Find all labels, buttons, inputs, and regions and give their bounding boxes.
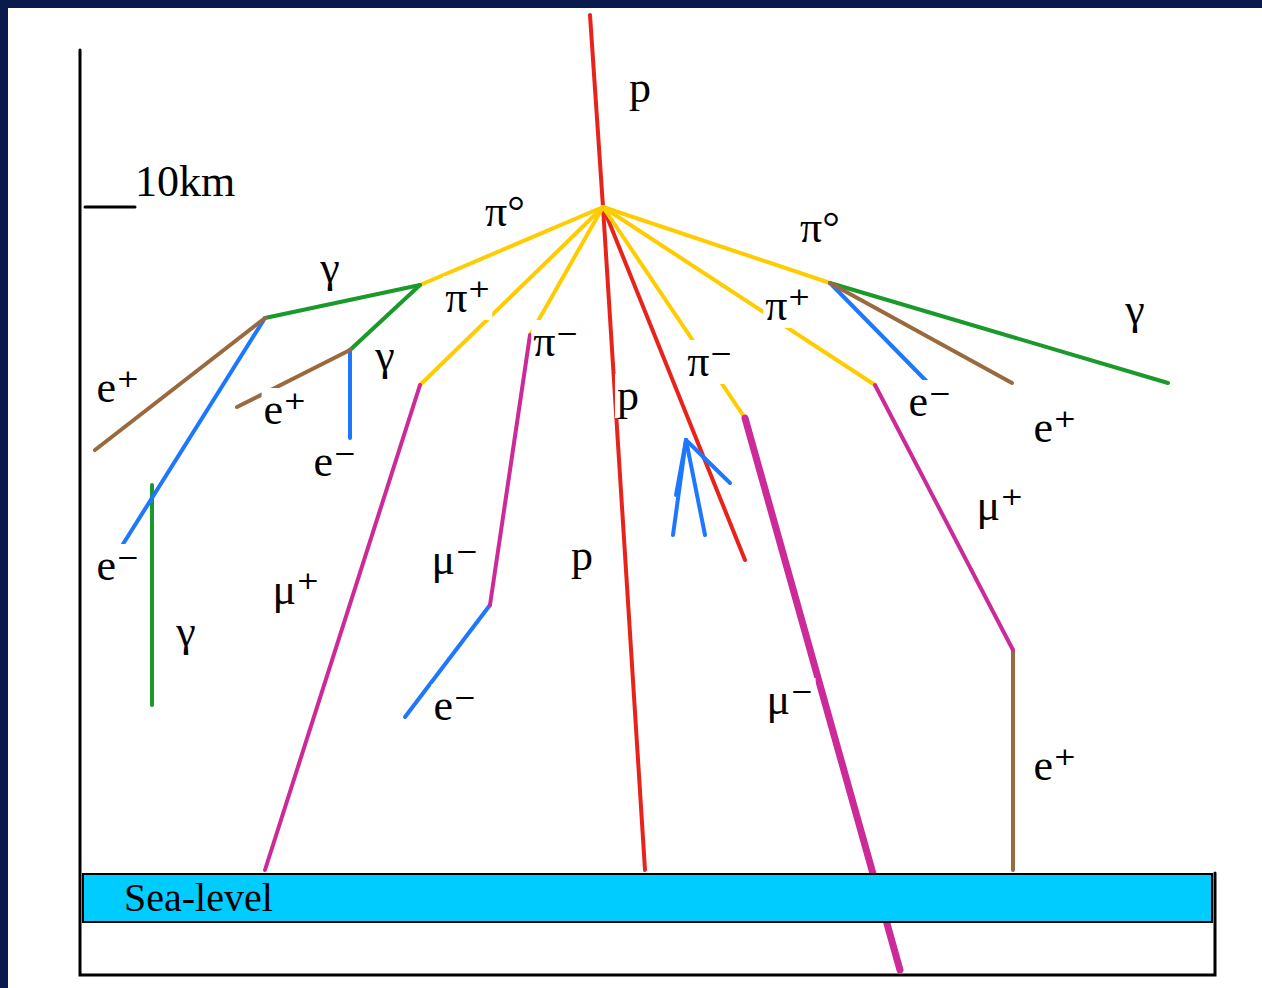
proton-track (590, 15, 645, 870)
particle-label: γ (174, 610, 197, 654)
particle-label: e⁻ (907, 380, 954, 424)
particle-label: γ (373, 334, 396, 378)
particle-label: μ⁻ (765, 678, 816, 722)
positron-tracks (95, 283, 1013, 870)
particle-label: e⁺ (1032, 744, 1079, 788)
particle-label: π° (798, 206, 842, 250)
particle-label: π⁺ (763, 284, 812, 328)
sea-level-band: Sea-level (82, 873, 1213, 923)
particle-label: p (569, 534, 595, 578)
particle-label: p (627, 66, 653, 110)
particle-label: π⁻ (531, 320, 580, 364)
particle-label: e⁻ (95, 544, 142, 588)
particle-label: μ⁻ (430, 538, 481, 582)
particle-label: e⁺ (1032, 406, 1079, 450)
particle-label: π⁻ (685, 340, 734, 384)
particle-label: e⁺ (262, 388, 309, 432)
particle-label: μ⁺ (975, 484, 1026, 528)
particle-label: γ (318, 246, 341, 290)
band-label: Sea-level (124, 878, 273, 918)
scale-tick (85, 206, 135, 209)
particle-label: e⁻ (312, 440, 359, 484)
particle-label: e⁻ (432, 684, 479, 728)
background-panel (8, 8, 1262, 988)
electron-tracks (108, 283, 940, 717)
gamma-tracks (152, 283, 1168, 705)
particle-label: μ⁺ (271, 568, 322, 612)
proton-track (603, 207, 745, 560)
particle-label: π⁺ (443, 276, 492, 320)
particle-label: p (615, 374, 641, 418)
scale-label: 10km (133, 160, 237, 204)
particle-label: γ (1123, 288, 1146, 332)
axis-frame (80, 50, 1215, 975)
particle-label: π° (483, 190, 527, 234)
pion-tracks (420, 207, 875, 418)
particle-label: e⁺ (95, 366, 142, 410)
